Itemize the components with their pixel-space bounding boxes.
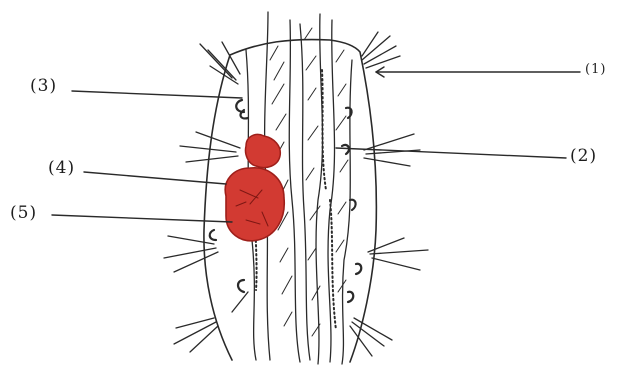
label-4: (4) (48, 158, 75, 178)
hatching (270, 28, 348, 336)
lesion-large (225, 168, 284, 241)
lesions (225, 134, 284, 240)
leader-lines (52, 67, 580, 222)
label-3: (3) (30, 76, 57, 96)
leader-4 (84, 172, 226, 184)
leader-3 (72, 91, 242, 98)
label-2: (2) (570, 146, 597, 166)
label-1: (1) (585, 62, 606, 77)
label-5: (5) (10, 203, 37, 223)
leader-2 (336, 148, 566, 158)
lesion-small (245, 134, 280, 167)
